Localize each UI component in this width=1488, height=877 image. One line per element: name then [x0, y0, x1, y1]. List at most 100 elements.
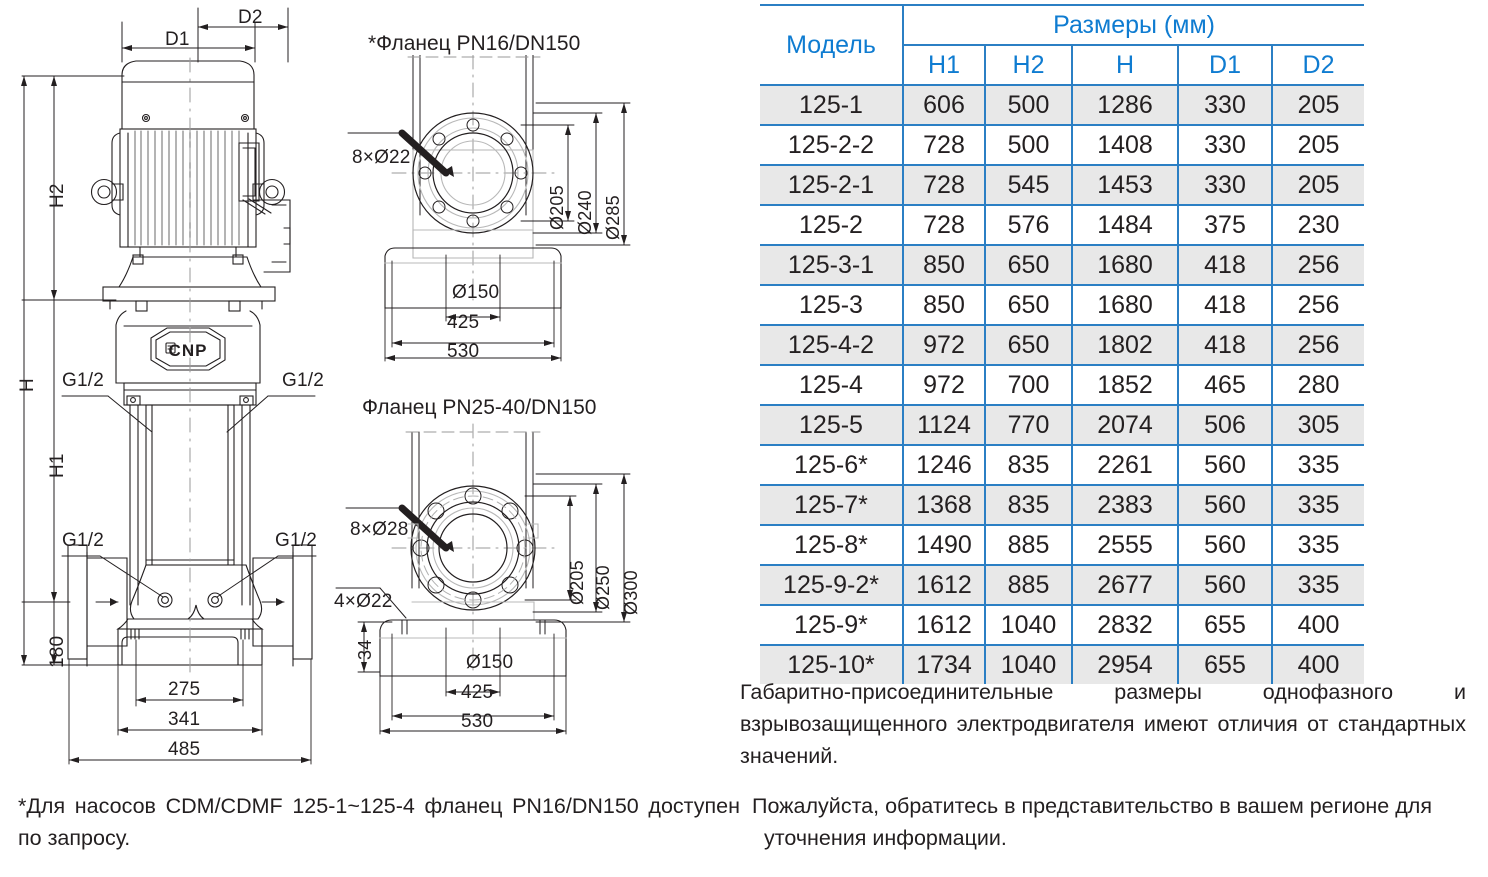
flange-pn16-530-label: 530	[447, 341, 480, 362]
cell-h: 2954	[1071, 645, 1178, 684]
flange-pn16-title: *Фланец PN16/DN150	[368, 32, 581, 55]
cell-h: 1680	[1071, 245, 1178, 286]
cell-h2: 500	[984, 125, 1072, 166]
cell-h2: 650	[984, 245, 1072, 286]
cell-h: 2555	[1071, 525, 1178, 566]
cell-model: 125-10*	[760, 645, 903, 684]
dim-205	[565, 124, 571, 222]
cell-d2: 335	[1270, 485, 1365, 526]
cell-h: 1408	[1071, 125, 1178, 166]
dim-d150b	[445, 689, 501, 695]
cell-h1: 850	[902, 285, 985, 326]
cell-model: 125-2-2	[760, 125, 903, 166]
cell-h: 2261	[1071, 445, 1178, 486]
motor-note-text: Габаритно-присоединительные размеры одно…	[740, 680, 1466, 768]
flange-pn2540-d250-label: Ø250	[593, 565, 613, 610]
leaders-g12	[61, 395, 317, 598]
cell-model: 125-3-1	[760, 245, 903, 286]
header-d1: D1	[1177, 45, 1272, 86]
header-dimensions-group: Размеры (мм)	[901, 4, 1365, 46]
dim-label-g12-bottom-right: G1/2	[275, 530, 317, 551]
flange-pn2540-d150-label: Ø150	[466, 652, 514, 673]
flange-pn2540-basebolts-label: 4×Ø22	[334, 591, 393, 612]
dim-530	[384, 355, 562, 361]
cell-d1: 506	[1177, 405, 1272, 446]
dim-d1	[121, 21, 256, 63]
dim-425	[391, 340, 555, 346]
cell-h: 2832	[1071, 605, 1178, 646]
flange-pn16-d205-label: Ø205	[547, 185, 567, 230]
dim-label-h1: H1	[47, 453, 68, 478]
cell-d1: 465	[1177, 365, 1272, 406]
flange-pn16-d240-label: Ø240	[575, 190, 595, 235]
cell-h: 1484	[1071, 205, 1178, 246]
dim-h2	[51, 75, 57, 301]
cell-d2: 280	[1270, 365, 1365, 406]
cell-h2: 650	[984, 325, 1072, 366]
cell-d1: 560	[1177, 525, 1272, 566]
cell-h2: 545	[984, 165, 1072, 206]
cell-h1: 972	[902, 325, 985, 366]
dim-label-h: H	[17, 378, 38, 392]
table-header-row-columns: H1 H2 H D1 D2	[760, 45, 1365, 86]
dim-205b	[567, 495, 573, 601]
pump-elevation-drawing: CNP	[21, 7, 317, 765]
cell-h1: 728	[902, 165, 985, 206]
dim-180	[51, 601, 57, 666]
dim-label-275: 275	[168, 679, 201, 700]
cell-h2: 1040	[984, 605, 1072, 646]
cell-d1: 655	[1177, 645, 1272, 684]
cell-d2: 400	[1270, 645, 1365, 684]
flange-pn16-d150-label: Ø150	[452, 282, 500, 303]
dim-300	[621, 473, 627, 623]
cell-d1: 560	[1177, 445, 1272, 486]
flange-pn2540-drawing	[335, 423, 631, 735]
svg-text:CNP: CNP	[169, 341, 208, 360]
dim-label-h2: H2	[47, 183, 68, 208]
dim-label-180: 180	[47, 635, 68, 668]
cell-model: 125-9*	[760, 605, 903, 646]
dim-h	[21, 75, 27, 666]
cell-h1: 1490	[902, 525, 985, 566]
cell-h2: 700	[984, 365, 1072, 406]
cell-h: 1680	[1071, 285, 1178, 326]
cell-d1: 655	[1177, 605, 1272, 646]
cell-d2: 205	[1270, 165, 1365, 206]
header-model: Модель	[760, 4, 903, 86]
cell-d1: 330	[1177, 85, 1272, 126]
cell-d2: 205	[1270, 125, 1365, 166]
cell-h1: 1246	[902, 445, 985, 486]
lifting-eye-left	[90, 178, 124, 206]
terminal-box	[238, 142, 291, 273]
cell-d2: 256	[1270, 325, 1365, 366]
cell-h1: 850	[902, 245, 985, 286]
cell-h2: 770	[984, 405, 1072, 446]
flange-pn16-drawing	[347, 55, 631, 362]
cell-d2: 230	[1270, 205, 1365, 246]
cell-d2: 205	[1270, 85, 1365, 126]
dim-250	[593, 483, 599, 613]
flange-footnote-text: *Для насосов CDM/CDMF 125-1~125-4 фланец…	[18, 794, 740, 850]
cell-d1: 330	[1177, 165, 1272, 206]
cell-d2: 256	[1270, 245, 1365, 286]
cell-d1: 330	[1177, 125, 1272, 166]
cell-h: 1802	[1071, 325, 1178, 366]
header-h1: H1	[902, 45, 985, 86]
table-head: Модель Размеры (мм) H1 H2 H D1 D2	[760, 4, 1365, 86]
cell-model: 125-4-2	[760, 325, 903, 366]
cell-d1: 418	[1177, 285, 1272, 326]
cell-h: 1286	[1071, 85, 1178, 126]
dim-485	[68, 757, 312, 763]
cell-model: 125-9-2*	[760, 565, 903, 606]
cell-h: 2383	[1071, 485, 1178, 526]
cell-h: 2677	[1071, 565, 1178, 606]
